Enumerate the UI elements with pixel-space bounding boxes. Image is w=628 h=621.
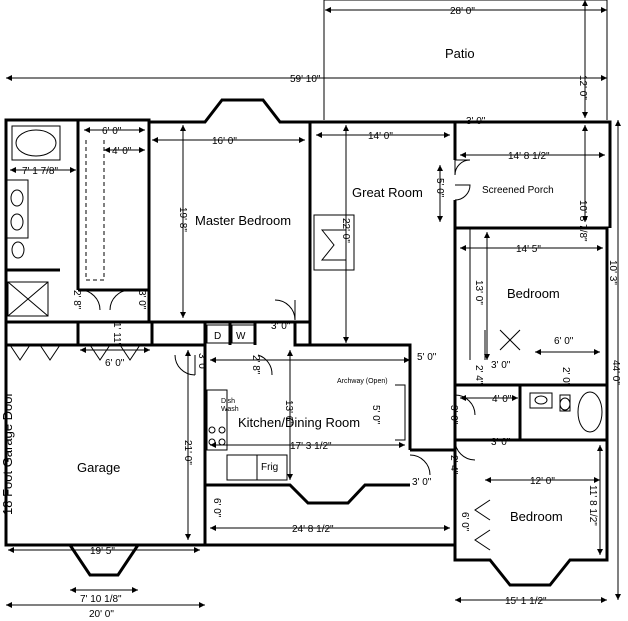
- dim-3-0-porch: 3' 0": [466, 116, 486, 127]
- dim-28-0: 28' 0": [450, 6, 475, 17]
- dim-3-0-bed: 3' 0": [491, 360, 511, 371]
- dim-1-11: 1' 11": [111, 322, 122, 347]
- label-kitchen-dining: Kitchen/Dining Room: [238, 415, 360, 430]
- dim-7-10-18: 7' 10 1/8": [80, 594, 122, 605]
- dim-3-0-lower: 3' 0": [412, 477, 432, 488]
- label-master-bedroom: Master Bedroom: [195, 213, 291, 228]
- dim-21-0: 21' 0": [182, 440, 193, 465]
- dim-16-0: 16' 0": [212, 136, 237, 147]
- dim-44-0: 44' 0": [610, 360, 621, 385]
- label-archway: Archway (Open): [337, 378, 388, 385]
- dim-12-0-bed: 12' 0": [530, 476, 555, 487]
- dim-2-4-bed: 2' 4": [473, 365, 484, 385]
- dim-2-4-lower: 2' 4": [448, 455, 459, 475]
- dim-3-0-closet: 3' 0": [136, 290, 147, 310]
- dim-14-8-half: 14' 8 1/2": [508, 151, 550, 162]
- dim-24-8-half: 24' 8 1/2": [292, 524, 334, 535]
- dim-6-0-bath: 6' 0": [102, 126, 122, 137]
- dim-7-1-78: 7' 1 7/8": [22, 166, 58, 177]
- dim-14-0: 14' 0": [368, 131, 393, 142]
- dim-10-3-78: 10' 3 7/8": [577, 200, 588, 242]
- dim-12-0: 12' 0": [577, 75, 588, 100]
- label-great-room: Great Room: [352, 185, 423, 200]
- dim-3-0-bath2: 3' 0": [448, 405, 459, 425]
- label-wash: Wash: [221, 406, 239, 413]
- dim-15-1-half: 15' 1 1/2": [505, 596, 547, 607]
- dim-13-6: 13' 6": [283, 400, 294, 425]
- label-dryer: D: [214, 331, 221, 342]
- dim-20-0: 20' 0": [89, 609, 114, 620]
- dim-19-5: 19' 5": [90, 546, 115, 557]
- label-fridge: Frig: [261, 462, 278, 473]
- walls: [4, 98, 612, 587]
- dim-3-0-hall2: 3' 0": [491, 437, 511, 448]
- dim-5-0-arch: 5' 0": [370, 405, 381, 425]
- dim-22-0: 22' 0": [340, 218, 351, 243]
- dim-4-0-hall: 4' 0": [492, 394, 512, 405]
- dim-6-0-lowbed: 6' 0": [459, 512, 470, 532]
- dim-2-8-laundry: 2' 8": [250, 355, 261, 375]
- label-dish: Dish: [221, 398, 235, 405]
- dim-10-3: 10' 3": [607, 260, 618, 285]
- label-bedroom-lower: Bedroom: [510, 509, 563, 524]
- dim-59-10: 59' 10": [290, 74, 321, 85]
- label-washer: W: [236, 331, 246, 342]
- label-screened-porch: Screened Porch: [482, 185, 554, 196]
- dim-3-0-laundry: 3' 0": [196, 353, 207, 373]
- dimension-labels: 28' 0" 12' 0" 59' 10" 3' 0" 14' 0" 14' 8…: [22, 6, 621, 620]
- dim-6-0-garage: 6' 0": [211, 498, 222, 518]
- dim-2-0-bed: 2' 0": [560, 367, 571, 387]
- label-patio: Patio: [445, 46, 475, 61]
- label-garage: Garage: [77, 460, 120, 475]
- appliance-labels: D W Frig Dish Wash Archway (Open): [214, 331, 388, 473]
- label-bedroom-upper: Bedroom: [507, 286, 560, 301]
- dim-5-0-porch: 5' 0": [434, 178, 445, 198]
- dim-11-8-half: 11' 8 1/2": [587, 485, 598, 526]
- dim-3-0-master: 3' 0": [271, 321, 291, 332]
- dim-17-3-half: 17' 3 1/2": [290, 441, 332, 452]
- dim-13-0-bed: 13' 0": [473, 280, 484, 305]
- label-garage-door: 18 Foot Garage Door: [0, 391, 15, 515]
- dim-6-0-hall: 6' 0": [105, 358, 125, 369]
- dim-2-8-bath: 2' 8": [71, 290, 82, 310]
- dim-6-0-bed: 6' 0": [554, 336, 574, 347]
- dim-4-0-bath: 4' 0": [112, 146, 132, 157]
- dim-14-5: 14' 5": [516, 244, 541, 255]
- dim-19-8: 19' 8": [177, 207, 188, 232]
- room-labels: Patio Great Room Screened Porch Master B…: [0, 46, 563, 524]
- dimension-lines: [6, 0, 621, 608]
- fixtures: [5, 125, 603, 481]
- patio-outline: [323, 0, 608, 120]
- dim-5-0-hall: 5' 0": [417, 352, 437, 363]
